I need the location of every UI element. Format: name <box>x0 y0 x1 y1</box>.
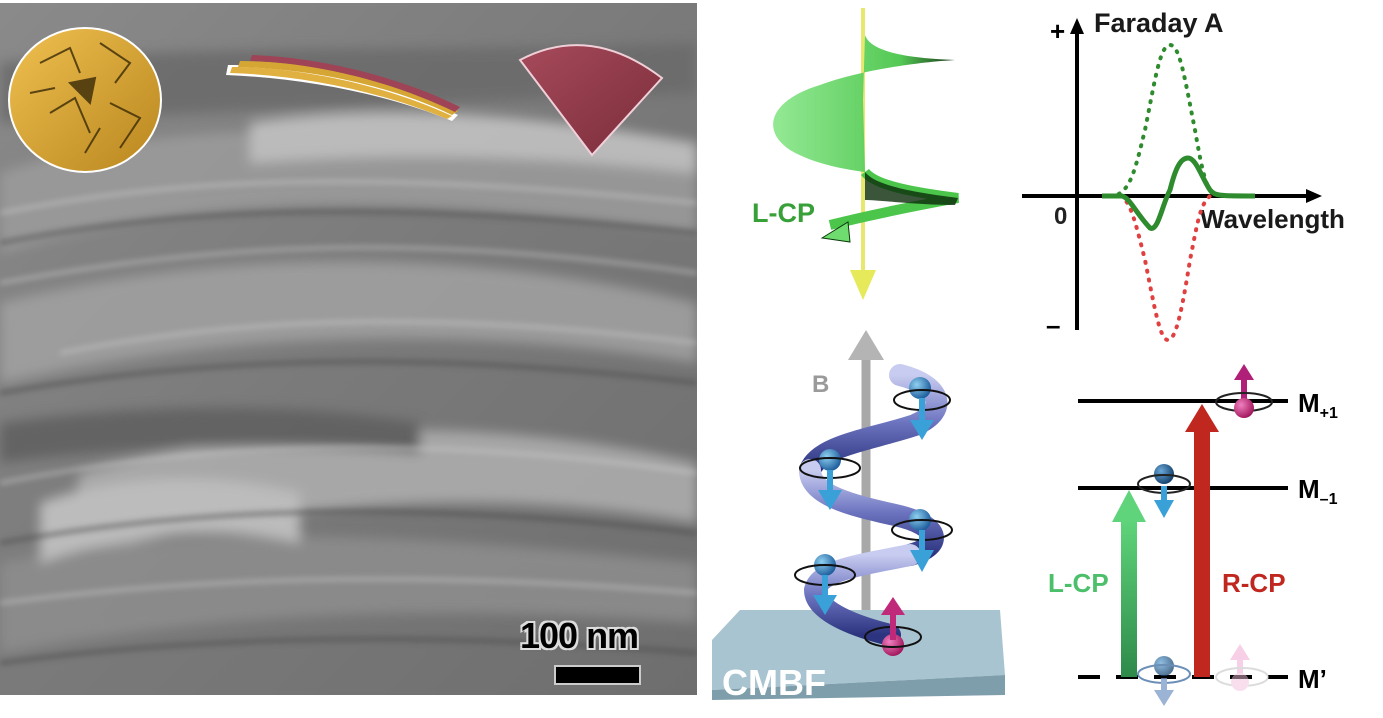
spin-down-electron-icon <box>893 377 951 440</box>
circular-polarization-wave-icon <box>773 35 959 243</box>
substrate-plate <box>712 610 1005 700</box>
sem-micrograph <box>0 3 697 695</box>
y-tick-plus: + <box>1050 16 1065 46</box>
faraday-a-chart: + 0 – Faraday A Wavelength <box>1010 0 1383 350</box>
chart-title: Faraday A <box>1094 8 1224 38</box>
level-label-m-prime: M’ <box>1298 664 1327 694</box>
series-lcp-absorption <box>1108 42 1217 198</box>
chart-axes <box>1022 18 1322 330</box>
maroon-wedge-icon <box>518 44 664 157</box>
lcp-label: L-CP <box>1048 568 1109 598</box>
spin-up-electron-icon <box>1215 364 1273 418</box>
series-faraday-a-term <box>1102 155 1256 231</box>
series-rcp-absorption <box>1118 194 1212 343</box>
substrate-label: CMBF <box>722 662 826 703</box>
lcp-transition-arrow <box>1112 490 1146 677</box>
level-label-m-plus-1: M+1 <box>1298 388 1338 422</box>
spin-down-electron-icon <box>891 509 953 572</box>
sem-image-panel: 100 nm <box>0 3 697 695</box>
spin-up-electron-icon <box>864 597 922 656</box>
energy-level-diagram: L-CP R-CP M+1 M–1 M’ <box>1020 360 1383 713</box>
spin-down-electron-icon <box>794 554 856 615</box>
spin-down-ground-electron-icon <box>1137 656 1191 706</box>
y-tick-zero: 0 <box>1054 203 1067 230</box>
light-label: L-CP <box>752 198 815 228</box>
spin-down-electron-icon <box>1137 464 1191 518</box>
scale-bar-label: 100 nm <box>520 615 639 656</box>
spin-down-electron-icon <box>799 449 861 510</box>
layered-ribbon-icon <box>226 55 460 121</box>
y-tick-minus: – <box>1046 310 1060 340</box>
field-label: B <box>812 371 829 398</box>
level-label-m-minus-1: M–1 <box>1298 474 1338 508</box>
rcp-transition-arrow <box>1185 404 1219 677</box>
scale-bar <box>554 665 641 685</box>
x-axis-label: Wavelength <box>1200 204 1345 234</box>
helix-schematic-panel: L-CP B CMBF <box>700 0 1020 713</box>
gold-spherulite-icon <box>8 27 162 173</box>
rcp-label: R-CP <box>1222 568 1286 598</box>
spin-up-ground-electron-icon <box>1215 644 1269 691</box>
